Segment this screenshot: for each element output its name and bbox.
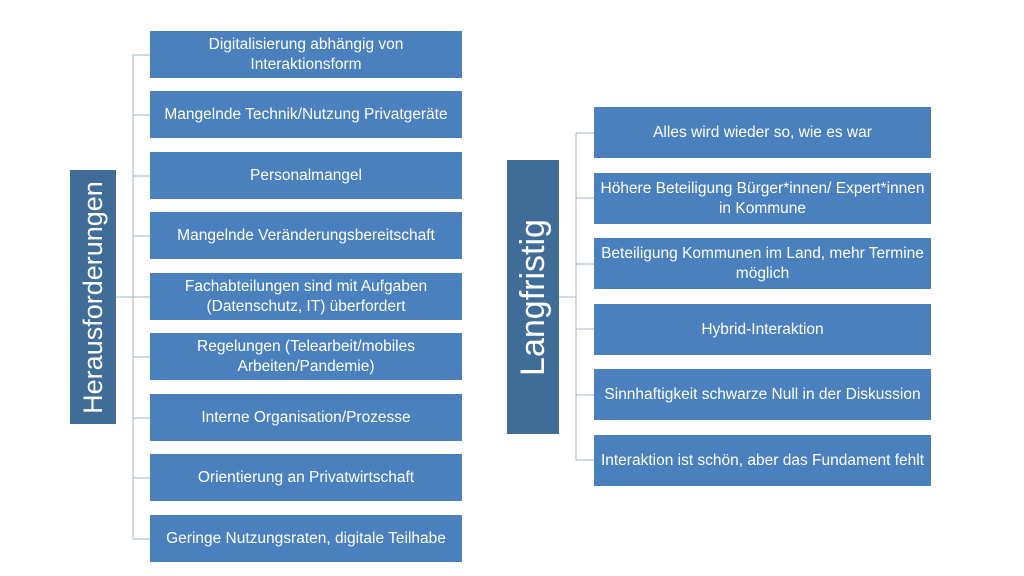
left-node-8: Orientierung an Privatwirtschaft [150, 454, 462, 501]
root-label: Langfristig [513, 218, 552, 376]
left-node-5: Fachabteilungen sind mit Aufgaben (Daten… [150, 273, 462, 320]
right-node-6: Interaktion ist schön, aber das Fundamen… [594, 435, 931, 486]
left-node-3: Personalmangel [150, 152, 462, 199]
root-node-long-term: Langfristig [507, 160, 559, 434]
right-node-4: Hybrid-Interaktion [594, 304, 931, 355]
right-connectors [559, 132, 594, 461]
root-node-challenges: Herausforderungen [70, 170, 116, 424]
right-node-2: Höhere Beteiligung Bürger*innen/ Expert*… [594, 173, 931, 224]
right-node-3: Beteiligung Kommunen im Land, mehr Termi… [594, 238, 931, 289]
left-node-7: Interne Organisation/Prozesse [150, 394, 462, 441]
right-node-5: Sinnhaftigkeit schwarze Null in der Disk… [594, 369, 931, 420]
left-node-9: Geringe Nutzungsraten, digitale Teilhabe [150, 515, 462, 562]
right-node-1: Alles wird wieder so, wie es war [594, 107, 931, 158]
left-node-4: Mangelnde Veränderungsbereitschaft [150, 212, 462, 259]
left-node-1: Digitalisierung abhängig von Interaktion… [150, 31, 462, 78]
left-connectors [116, 54, 150, 540]
root-label: Herausforderungen [77, 180, 108, 414]
left-node-2: Mangelnde Technik/Nutzung Privatgeräte [150, 91, 462, 138]
left-node-6: Regelungen (Telearbeit/mobiles Arbeiten/… [150, 333, 462, 380]
